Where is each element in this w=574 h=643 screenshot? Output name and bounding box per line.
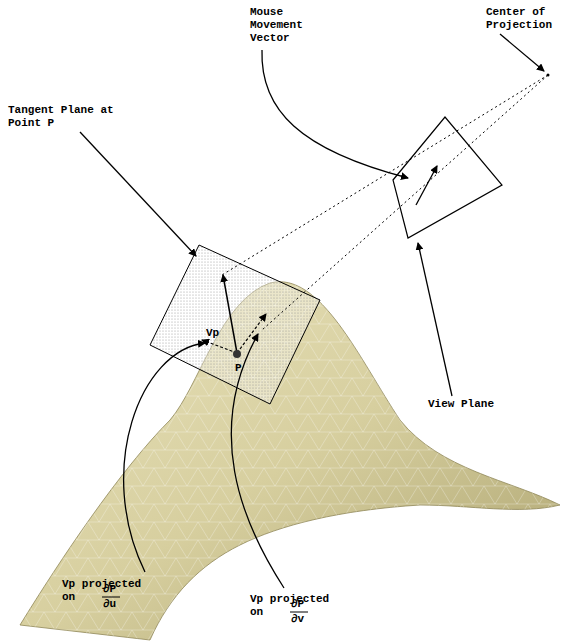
tangent-plane [150, 245, 320, 404]
center-point [547, 74, 550, 77]
projection-rays [222, 75, 548, 330]
callout-label: Center of Projection [486, 6, 570, 32]
view-plane [393, 117, 502, 238]
leader-lines [80, 34, 544, 588]
callout-label: Mouse Movement Vector [250, 6, 320, 45]
fraction-part: ∂v [291, 613, 311, 626]
fraction-part: ∂P [103, 583, 123, 596]
vector-label: Vp [206, 327, 230, 340]
callout-label: Tangent Plane at Point P [8, 104, 118, 130]
point-label: P [235, 362, 249, 375]
fraction-bar [102, 597, 120, 598]
fraction-part: ∂u [103, 598, 123, 611]
mouse-vector [416, 166, 437, 205]
callout-label: View Plane [428, 398, 518, 411]
point-p [233, 350, 241, 358]
fraction-part: ∂P [291, 598, 311, 611]
fraction-bar [290, 612, 308, 613]
du-projection [202, 340, 237, 353]
vp-vector [223, 275, 237, 353]
